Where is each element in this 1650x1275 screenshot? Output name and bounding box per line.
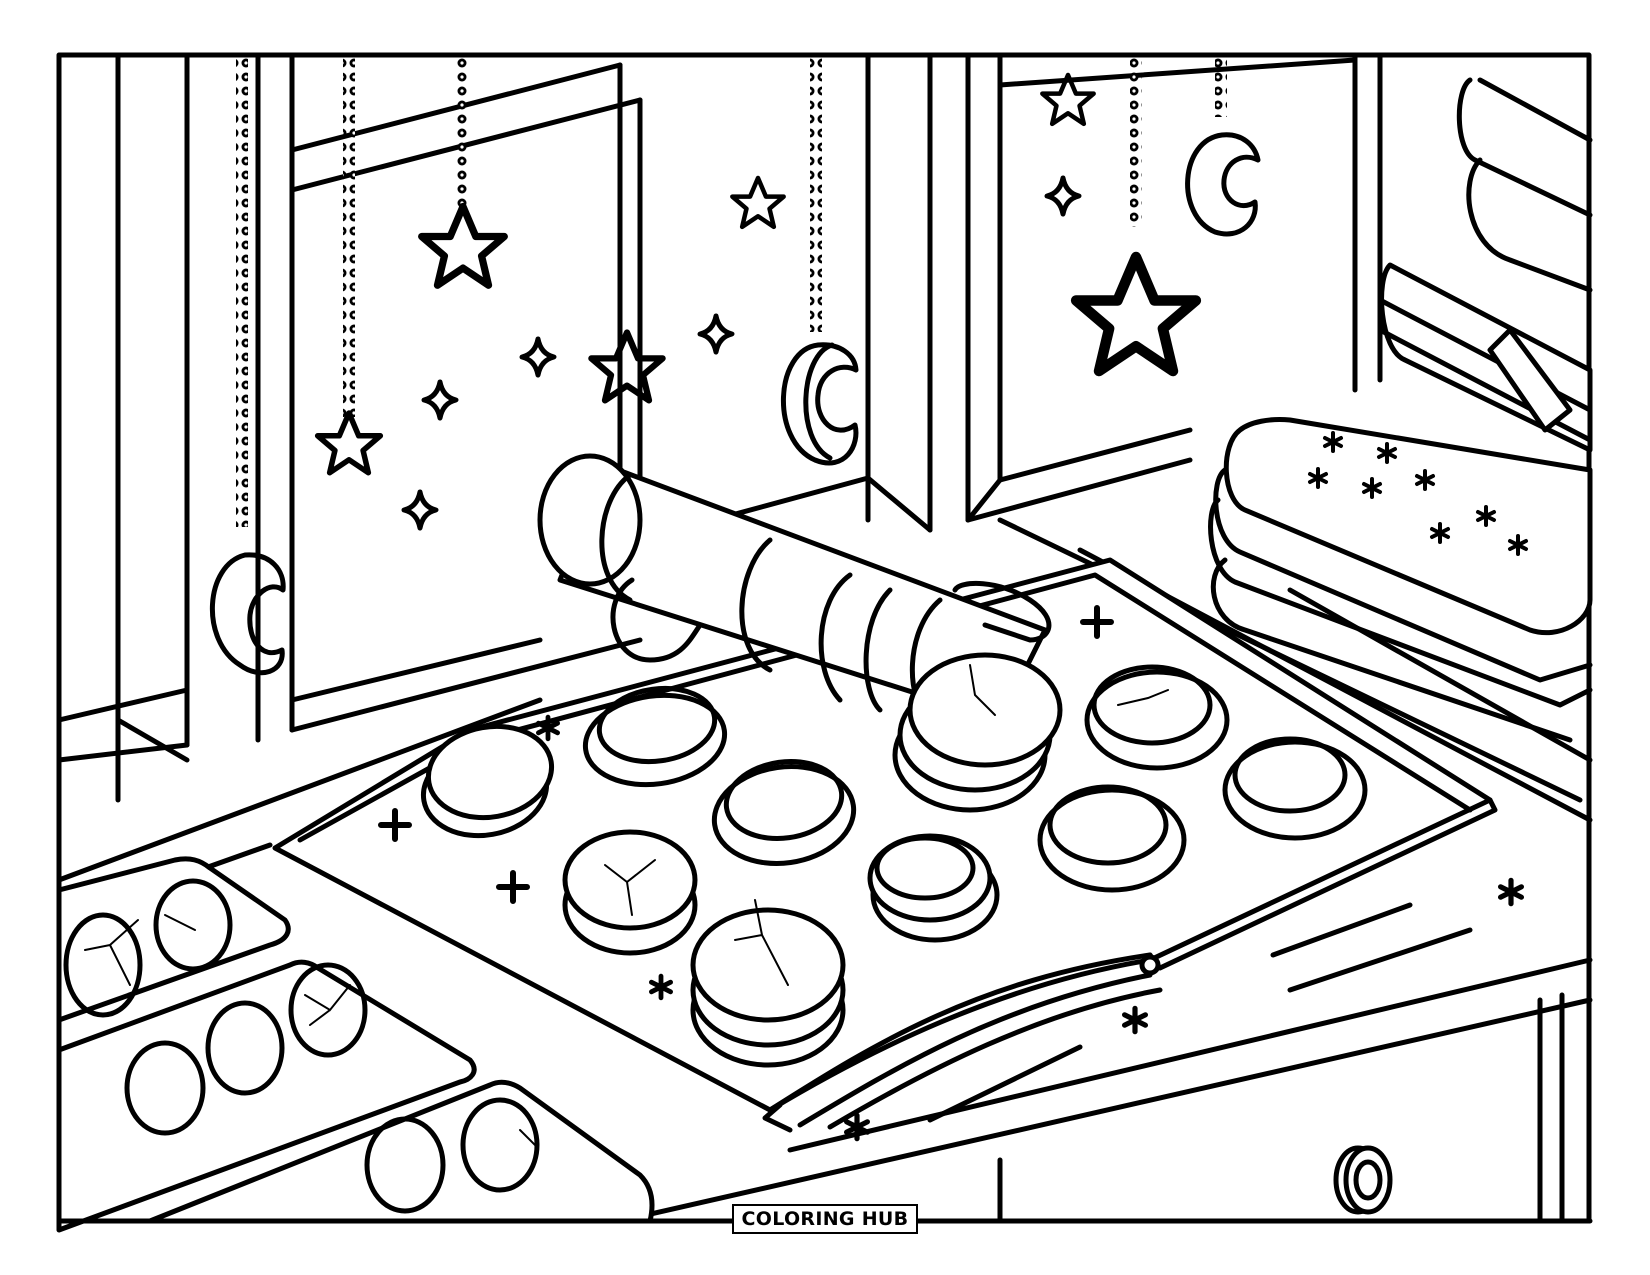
pendant-moon-center bbox=[781, 342, 859, 466]
hanging-chains bbox=[236, 57, 1227, 527]
stone bbox=[1222, 736, 1368, 841]
left-wall-panels bbox=[56, 54, 190, 803]
stone bbox=[1037, 784, 1187, 893]
drawer-knob bbox=[1333, 1145, 1393, 1215]
stone bbox=[711, 759, 857, 867]
pendant-star-left bbox=[318, 413, 381, 473]
stone bbox=[582, 685, 728, 788]
window-sparkles bbox=[404, 75, 1094, 528]
pendant-star-center bbox=[422, 207, 505, 286]
stone bbox=[1084, 664, 1230, 771]
stone bbox=[562, 829, 698, 956]
stone bbox=[867, 833, 1000, 943]
desk bbox=[56, 517, 1593, 1224]
coloring-hub-watermark: COLORING HUB bbox=[732, 1204, 918, 1234]
pendant-moon-left bbox=[209, 552, 286, 676]
desk-rods bbox=[927, 902, 1473, 1123]
stone bbox=[420, 723, 555, 839]
stone bbox=[690, 899, 846, 1068]
book-stones bbox=[420, 652, 1368, 1068]
stone bbox=[892, 652, 1063, 813]
pendant-star-right bbox=[1076, 257, 1196, 371]
stacked-books bbox=[1208, 77, 1593, 743]
stone-trays bbox=[56, 856, 655, 1233]
pendant-moon-right bbox=[1185, 132, 1261, 237]
